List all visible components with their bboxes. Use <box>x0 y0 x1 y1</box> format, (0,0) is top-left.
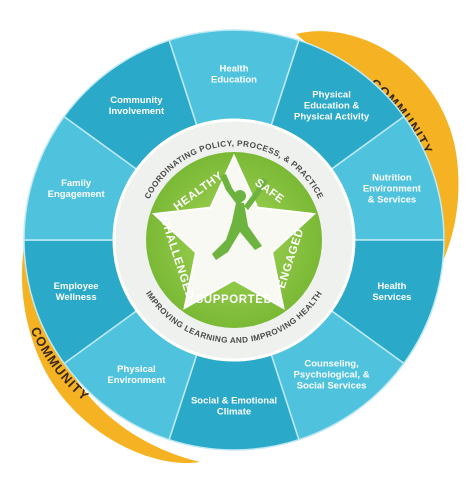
jumping-student-figure-icon <box>212 174 268 260</box>
tenet-label: SUPPORTED <box>196 294 273 306</box>
component-label: Counseling,Psychological, &Social Servic… <box>294 358 370 391</box>
community-band-top <box>296 31 459 290</box>
community-band-bottom <box>21 190 201 464</box>
